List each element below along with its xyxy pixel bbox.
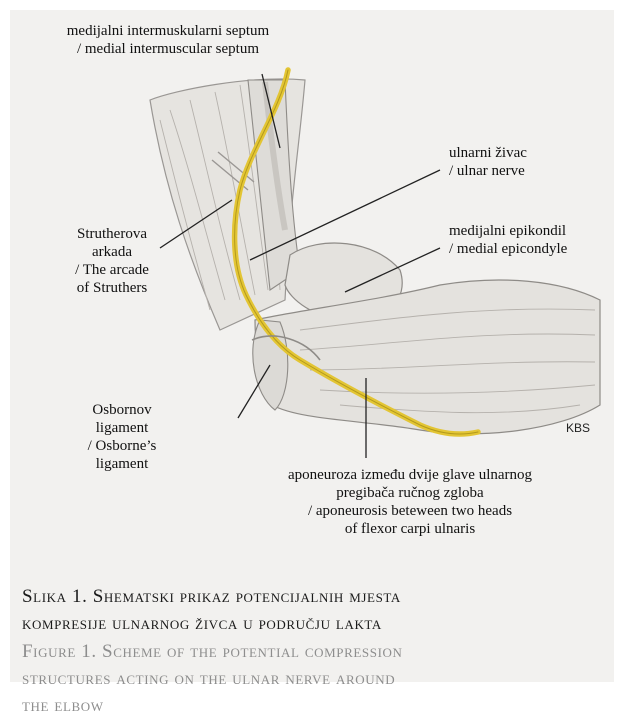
caption-english: Figure 1. Scheme of the potential compre… xyxy=(22,638,602,719)
label-ulnar-nerve: ulnarni živac / ulnar nerve xyxy=(449,144,599,180)
label-ulnar-nerve-en: / ulnar nerve xyxy=(449,162,599,180)
label-osborne-2: ligament xyxy=(68,419,176,437)
caption-croatian: Slika 1. Shematski prikaz potencijalnih … xyxy=(22,583,602,637)
label-septum-en: / medial intermuscular septum xyxy=(28,40,308,58)
label-struthers-2: arkada xyxy=(48,243,176,261)
label-septum: medijalni intermuskularni septum / media… xyxy=(28,22,308,58)
label-struthers-3: / The arcade xyxy=(48,261,176,279)
label-aponeurosis: aponeuroza između dvije glave ulnarnog p… xyxy=(245,466,575,538)
caption-english-line-1: Figure 1. Scheme of the potential compre… xyxy=(22,638,602,665)
label-aponeurosis-2: pregibača ručnog zgloba xyxy=(245,484,575,502)
label-ulnar-nerve-hr: ulnarni živac xyxy=(449,144,599,162)
caption-croatian-line-2: kompresije ulnarnog živca u području lak… xyxy=(22,610,602,637)
label-epicondyle-en: / medial epicondyle xyxy=(449,240,614,258)
caption-english-line-3: the elbow xyxy=(22,692,602,719)
label-osborne-3: / Osborne’s xyxy=(68,437,176,455)
label-osborne-1: Osbornov xyxy=(68,401,176,419)
label-struthers-4: of Struthers xyxy=(48,279,176,297)
label-septum-hr: medijalni intermuskularni septum xyxy=(28,22,308,40)
label-aponeurosis-4: of flexor carpi ulnaris xyxy=(245,520,575,538)
label-aponeurosis-1: aponeuroza između dvije glave ulnarnog xyxy=(245,466,575,484)
label-struthers-1: Strutherova xyxy=(48,225,176,243)
label-osborne-4: ligament xyxy=(68,455,176,473)
label-epicondyle: medijalni epikondil / medial epicondyle xyxy=(449,222,614,258)
label-aponeurosis-3: / aponeurosis beteween two heads xyxy=(245,502,575,520)
label-epicondyle-hr: medijalni epikondil xyxy=(449,222,614,240)
caption-english-line-2: structures acting on the ulnar nerve aro… xyxy=(22,665,602,692)
label-struthers: Strutherova arkada / The arcade of Strut… xyxy=(48,225,176,297)
artist-signature: KBS xyxy=(566,421,590,435)
label-osborne: Osbornov ligament / Osborne’s ligament xyxy=(68,401,176,473)
caption-croatian-line-1: Slika 1. Shematski prikaz potencijalnih … xyxy=(22,583,602,610)
